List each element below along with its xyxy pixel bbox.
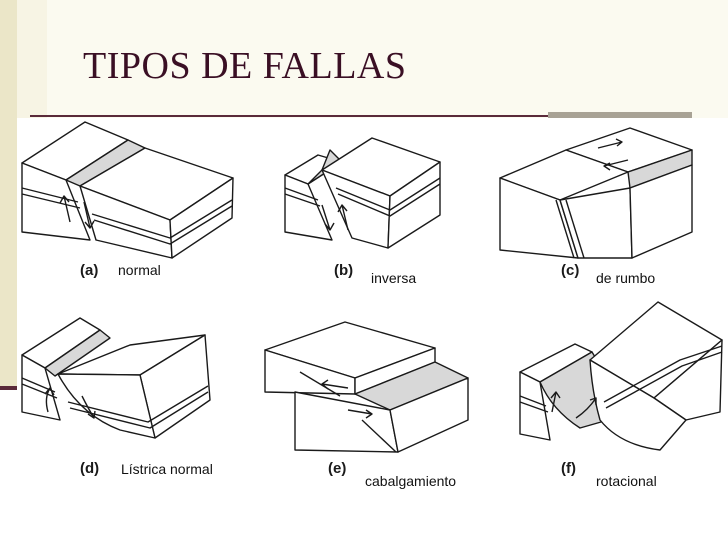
slip-arrow-right (597, 138, 623, 149)
block-right-front (57, 373, 156, 439)
fault-trace (555, 199, 575, 259)
diagram-reverse-fault (284, 137, 441, 249)
stratum-line (337, 183, 441, 217)
panel-letter-a: (a) (80, 262, 99, 279)
stratum-line (91, 199, 233, 239)
diagram-strike-slip-fault (499, 127, 693, 259)
slip-arrow-up (44, 387, 55, 413)
rotated-block-front (589, 359, 687, 451)
diagram-rotational-fault (519, 301, 723, 451)
left-decorative-band (0, 0, 17, 390)
stratum-line (605, 351, 723, 409)
stratum-line (519, 401, 549, 413)
slip-arrow-up (59, 195, 71, 223)
slip-arrow-down (83, 201, 95, 229)
panel-name-e: cabalgamiento (365, 473, 457, 489)
fault-trace (361, 419, 397, 453)
fault-plane (44, 329, 111, 377)
block-left-front (284, 174, 333, 241)
stratum-line (335, 177, 441, 211)
slip-arrow-down (81, 395, 96, 419)
slip-arrow-up (337, 204, 349, 231)
diagram-normal-fault (21, 121, 234, 259)
block-left-front (21, 354, 61, 421)
block-right-side (387, 161, 441, 249)
slip-arrow-up (550, 391, 561, 413)
block-right-side (629, 164, 693, 259)
title-rule-accent (548, 112, 692, 118)
slide-title: TIPOS DE FALLAS (83, 45, 407, 87)
lower-block-side (389, 377, 469, 453)
left-decorative-band-inner (17, 0, 47, 118)
panel-name-d: Lístrica normal (121, 461, 213, 477)
panel-letter-b: (b) (334, 262, 354, 279)
panel-letter-f: (f) (561, 460, 576, 477)
fault-trace (299, 371, 341, 397)
stratum-line (519, 395, 547, 407)
title-rule (30, 115, 692, 117)
fault-trace (565, 199, 585, 259)
panel-letter-c: (c) (561, 262, 580, 279)
rotation-arrow (575, 397, 597, 419)
slip-arrow-right (347, 409, 373, 419)
stratum-line (284, 187, 319, 201)
slip-arrow-left (603, 159, 629, 171)
left-divider-accent (0, 386, 17, 390)
stratum-line (603, 345, 723, 403)
stratum-line (284, 193, 321, 207)
title-background-band (47, 0, 728, 118)
panel-name-f: rotacional (596, 473, 657, 489)
diagram-listric-normal-fault (21, 317, 211, 439)
stratum-line (69, 391, 209, 429)
stratum-line (21, 187, 79, 203)
stratum-line (21, 193, 81, 209)
panel-name-b: inversa (371, 270, 417, 286)
panel-letter-e: (e) (328, 460, 347, 477)
diagram-thrust-fault (264, 321, 469, 453)
panel-letter-d: (d) (80, 460, 100, 477)
stratum-line (67, 385, 209, 423)
block-left-front (519, 371, 551, 441)
slip-arrow-left (321, 379, 349, 390)
stratum-line (93, 205, 233, 245)
panel-name-a: normal (118, 262, 161, 278)
slip-arrow-down (321, 204, 335, 231)
stratum-line (21, 383, 58, 399)
panel-name-c: de rumbo (596, 270, 656, 286)
